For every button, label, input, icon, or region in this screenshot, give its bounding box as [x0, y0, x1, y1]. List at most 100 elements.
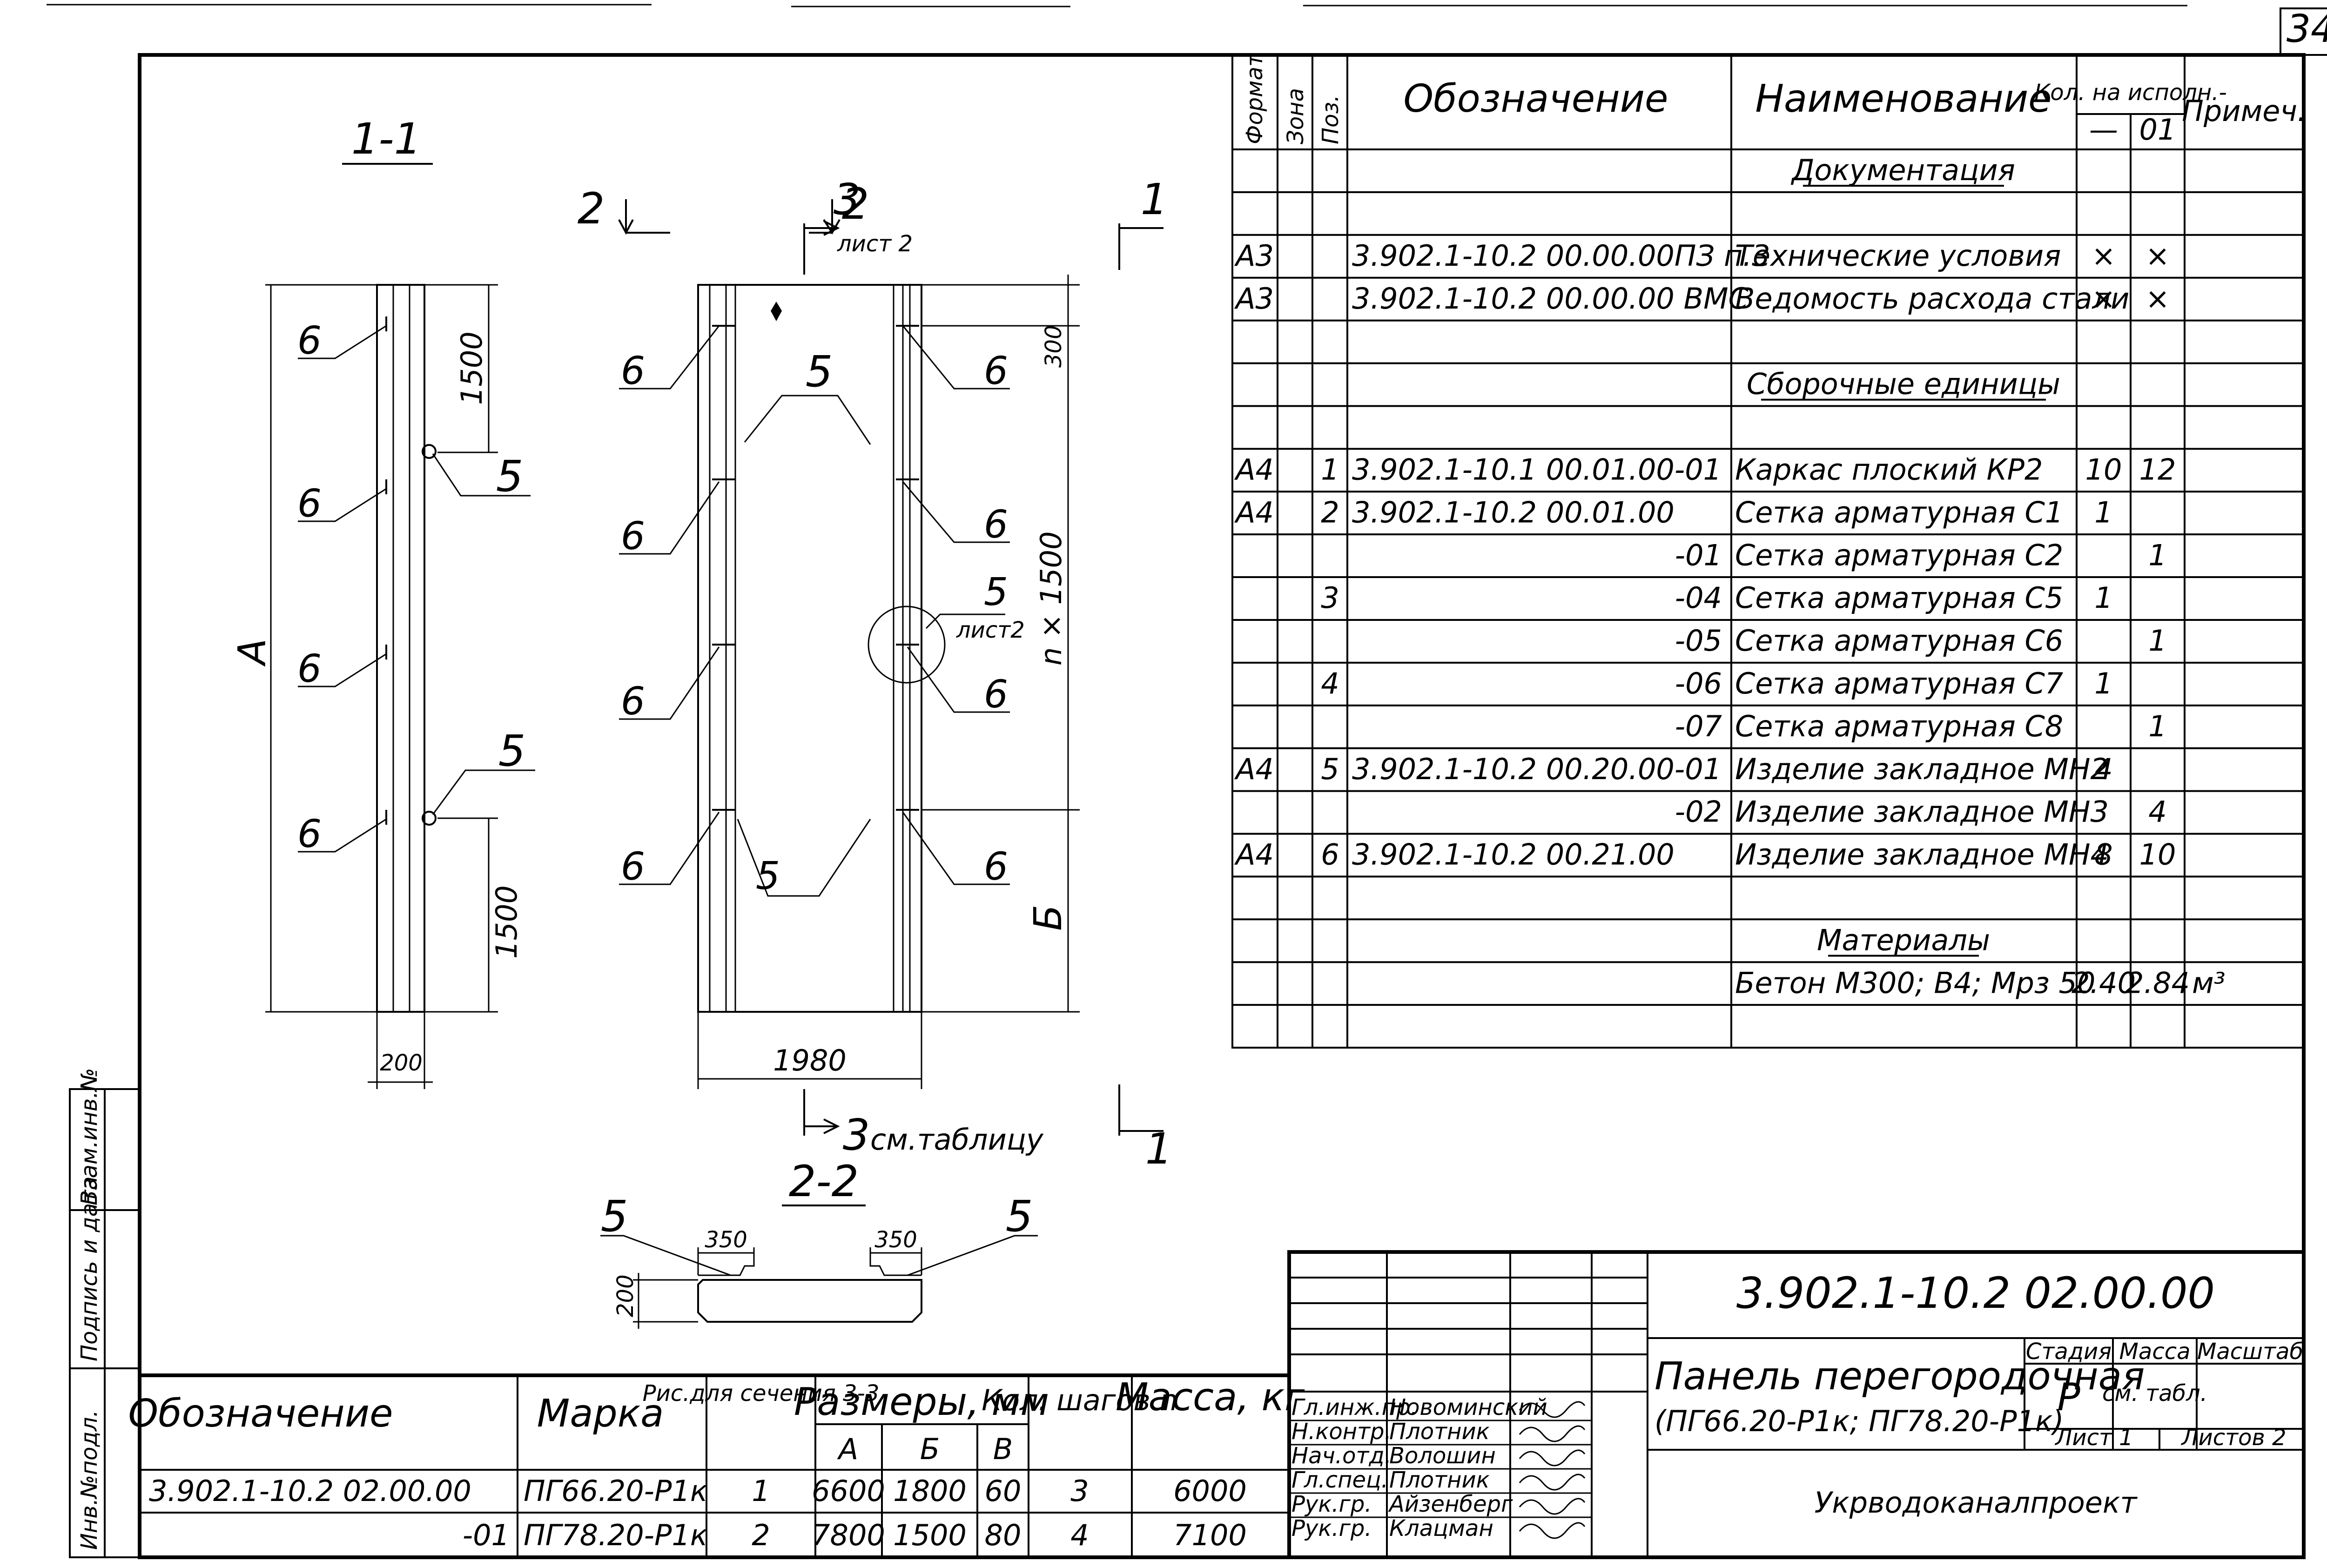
signature: [1519, 1449, 1586, 1467]
dim-350-right: 350: [874, 1227, 917, 1253]
spec-cell-note: м³: [2192, 966, 2226, 1000]
spec-cell-designation: -02: [1675, 795, 1722, 829]
spec-cell-name: Бетон М300; В4; Мрз 50: [1735, 966, 2095, 1000]
spec-cell-designation: 3.902.1-10.2 00.01.00: [1352, 495, 1675, 529]
spec-col-format: Формат: [1242, 53, 1268, 144]
section-1-1-title: 1-1: [351, 114, 421, 164]
signature: [1519, 1522, 1586, 1539]
stage-label: Стадия: [2026, 1339, 2112, 1365]
spec-cell-qty-01: 12: [2139, 453, 2176, 487]
cut-3-bottom-note: см.таблицу: [870, 1123, 1044, 1157]
spec-cell-format: А3: [1234, 239, 1274, 273]
vt-col-b: Б: [920, 1432, 940, 1466]
spec-cell-pos: 3: [1321, 581, 1339, 615]
vt-cell-a: 6600: [812, 1474, 885, 1508]
dim-350-left: 350: [705, 1227, 747, 1253]
spec-cell-name: Документация: [1790, 153, 2015, 187]
s22-callout-5-right: 5: [1006, 1191, 1033, 1241]
vt-col-fig: Рис.для сечения 3-3: [643, 1380, 880, 1406]
spec-cell-format: А4: [1234, 752, 1274, 786]
spec-cell-pos: 1: [1321, 453, 1339, 487]
spec-col-name: Наименование: [1755, 77, 2051, 121]
spec-col-note: Примеч.: [2182, 94, 2307, 128]
spec-cell-qty-01: 1: [2148, 538, 2166, 572]
side-label-inv: Инв.№подл.: [76, 1410, 102, 1550]
section-1-1: 1-1 А 1500 1500 200 6 6 6 6: [230, 114, 535, 1089]
spec-cell-qty: 8: [2094, 838, 2112, 872]
spec-cell-format: А3: [1234, 282, 1274, 316]
vt-col-sizes: Размеры, мм: [794, 1380, 1049, 1424]
spec-cell-format: А4: [1234, 838, 1274, 872]
vt-cell-a: 7800: [812, 1518, 885, 1552]
fv-callout-6-l4: 6: [621, 845, 645, 889]
cut-1-bottom: 1: [1145, 1124, 1173, 1174]
section-2-2-title: 2-2: [789, 1157, 859, 1206]
spec-cell-name: Сетка арматурная С6: [1735, 624, 2063, 658]
signer-name: Плотник: [1389, 1419, 1490, 1445]
signer-role: Рук.гр.: [1291, 1491, 1372, 1517]
title-line-1: Панель перегородочная: [1654, 1354, 2145, 1399]
vt-cell-b: 1800: [893, 1474, 967, 1508]
vt-col-mass: Масса, кг: [1116, 1375, 1305, 1420]
spec-cell-name: Каркас плоский КР2: [1735, 453, 2043, 487]
spec-cell-pos: 2: [1321, 495, 1339, 529]
signature: [1519, 1474, 1586, 1491]
spec-cell-qty-01: 1: [2148, 709, 2166, 743]
dim-1500-top: 1500: [455, 331, 489, 405]
spec-cell-designation: -05: [1675, 624, 1722, 658]
spec-col-pos: Поз.: [1318, 95, 1344, 144]
vt-cell-mark: ПГ66.20-Р1к: [524, 1474, 708, 1508]
dim-b-label: Б: [1026, 905, 1070, 931]
spec-cell-qty: 1: [2094, 495, 2112, 529]
signature: [1519, 1498, 1586, 1515]
spec-cell-name: Сетка арматурная С8: [1735, 709, 2063, 743]
spec-cell-designation: -04: [1675, 581, 1722, 615]
dim-nx1500: n × 1500: [1034, 532, 1068, 666]
fv-callout-6-l3: 6: [621, 680, 645, 724]
dim-1980: 1980: [773, 1043, 847, 1077]
mass-value: см. табл.: [2102, 1380, 2207, 1406]
cut-2-right: 2: [842, 179, 869, 229]
signer-name: Волошин: [1389, 1443, 1496, 1469]
spec-cell-designation: -06: [1675, 666, 1722, 700]
spec-cell-format: А4: [1234, 495, 1274, 529]
title-line-2: (ПГ66.20-Р1к; ПГ78.20-Р1к): [1654, 1404, 2064, 1438]
s22-callout-5-left: 5: [601, 1191, 628, 1241]
vt-col-designation: Обозначение: [128, 1392, 393, 1436]
fv-callout-6-r4: 6: [984, 845, 1008, 889]
dim-200-section: 200: [380, 1050, 423, 1076]
spec-cell-name: Сетка арматурная С7: [1735, 666, 2063, 700]
spec-cell-name: Материалы: [1817, 923, 1990, 957]
vt-cell-designation: 3.902.1-10.2 02.00.00: [149, 1474, 471, 1508]
vt-cell-mass: 7100: [1173, 1518, 1247, 1552]
spec-cell-qty: 10: [2085, 453, 2122, 487]
signer-name: Клацман: [1389, 1515, 1493, 1541]
spec-cell-qty: 4: [2094, 752, 2112, 786]
spec-cell-qty-01: 2.84: [2125, 966, 2190, 1000]
side-label-sign: Подпись и дата: [76, 1176, 102, 1361]
spec-cell-qty: 2.40: [2071, 966, 2136, 1000]
spec-col-qty-01: 01: [2139, 113, 2176, 147]
spec-table: Формат Зона Поз. Обозначение Наименовани…: [1231, 53, 2307, 1049]
title-block: Гл.инж.пр.НовоминскийН.контр.ПлотникНач.…: [1287, 1250, 2306, 1559]
callout-5a: 5: [496, 451, 524, 501]
sheet-number-box: [2280, 7, 2327, 56]
cut-2-left: 2: [578, 184, 605, 234]
vt-cell-fig: 2: [752, 1518, 770, 1552]
spec-cell-qty: 1: [2094, 581, 2112, 615]
mass-label: Масса: [2119, 1339, 2190, 1365]
vt-cell-c: 60: [985, 1474, 1022, 1508]
vt-cell-steps: 3: [1070, 1474, 1089, 1508]
dim-300: 300: [1041, 325, 1067, 368]
callout-6c: 6: [297, 647, 322, 691]
sheet-number: 34: [2287, 7, 2327, 51]
sheet-label: Лист 1: [2054, 1425, 2133, 1451]
spec-cell-qty: 1: [2094, 666, 2112, 700]
spec-cell-name: Ведомость расхода стали: [1735, 282, 2129, 316]
spec-col-zone: Зона: [1283, 88, 1309, 144]
spec-cell-qty-01: 10: [2139, 838, 2176, 872]
spec-cell-name: Изделие закладное МН2: [1735, 752, 2109, 786]
callout-6d: 6: [297, 812, 322, 856]
spec-cell-qty-01: ×: [2145, 239, 2170, 273]
